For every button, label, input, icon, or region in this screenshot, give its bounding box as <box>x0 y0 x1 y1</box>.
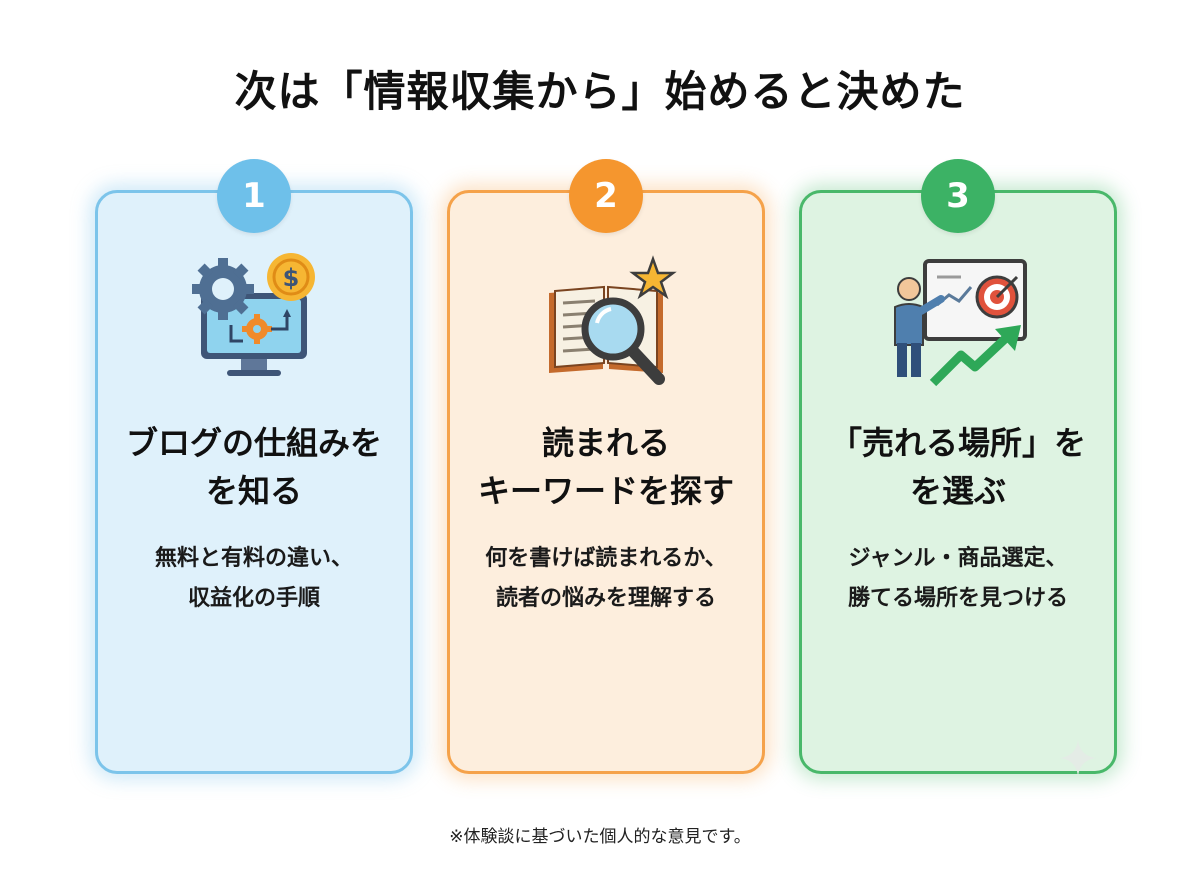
step-number-badge: 1 <box>217 159 291 233</box>
presenter-target-chart-icon <box>883 245 1033 395</box>
svg-text:$: $ <box>283 264 300 292</box>
step-description: ジャンル・商品選定、 勝てる場所を見つける <box>847 546 1068 611</box>
step-card-2: 2 読まれる キーワードを探す 何を書けば読まれるか、 <box>447 159 765 774</box>
page-title: 次は「情報収集から」始めると決めた <box>234 67 966 116</box>
step-description: 無料と有料の違い、 収益化の手順 <box>154 546 353 611</box>
step-number-badge: 3 <box>921 159 995 233</box>
step-heading: ブログの仕組みを を知る <box>125 424 382 510</box>
step-number-badge: 2 <box>569 159 643 233</box>
step-card-1: 1 <box>95 159 413 774</box>
step-heading: 「売れる場所」を を選ぶ <box>829 424 1086 510</box>
sparkle-icon <box>1058 738 1098 778</box>
step-heading: 読まれる キーワードを探す <box>477 424 734 510</box>
footnote: ※体験談に基づいた個人的な意見です。 <box>449 827 751 847</box>
book-magnifier-star-icon <box>531 245 681 395</box>
gear-computer-coin-icon: $ <box>179 245 329 395</box>
step-card-3: 3 「売れる場所」を を選ぶ ジャンル・商品選定、 勝てる場所を見 <box>799 159 1117 774</box>
step-description: 何を書けば読まれるか、 読者の悩みを理解する <box>485 546 727 611</box>
